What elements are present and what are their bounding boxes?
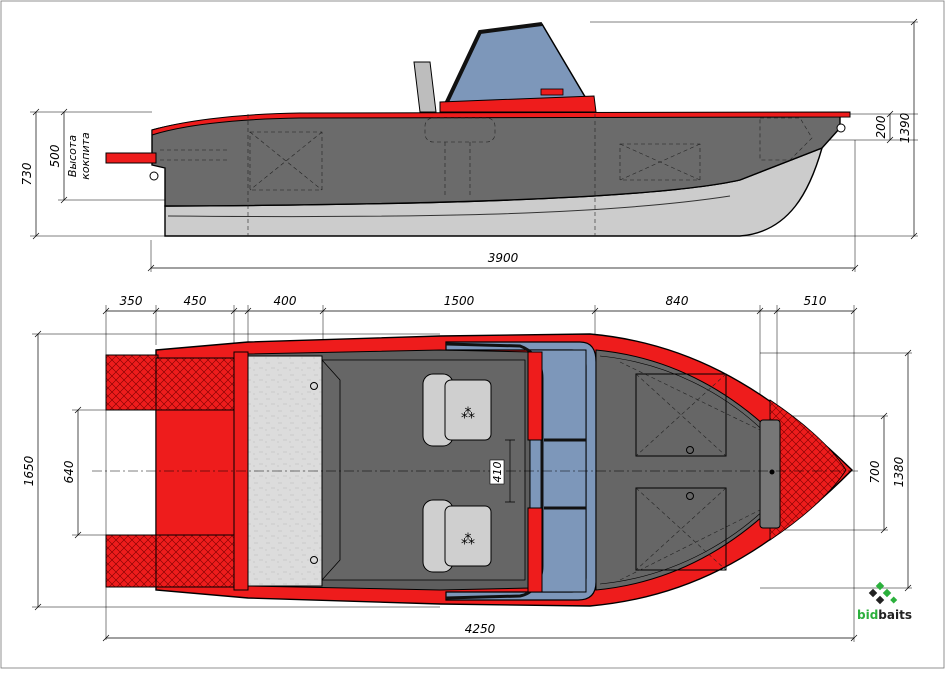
transom-platform-bottom xyxy=(105,534,159,588)
dim-seg-4: 1500 xyxy=(444,294,475,308)
dim-transom: 500 xyxy=(48,144,62,167)
dim-transom-width: 640 xyxy=(62,460,76,483)
dim-seat-gap: 410 xyxy=(491,462,504,483)
dim-height-total: 1390 xyxy=(898,112,912,143)
brand-logo: bidbaits xyxy=(857,581,912,622)
seat-back xyxy=(413,61,437,113)
dim-seg-5: 840 xyxy=(666,294,689,308)
svg-text:⁂: ⁂ xyxy=(461,532,475,548)
gunwale xyxy=(151,111,851,136)
stern-deck-top xyxy=(155,357,235,411)
transom-platform-top xyxy=(105,354,159,411)
side-view: 730 500 Высота кокпита 200 1390 3900 xyxy=(20,18,918,272)
windshield xyxy=(444,23,592,105)
hidden-structure xyxy=(160,114,813,236)
seat-port: ⁂ xyxy=(422,373,492,447)
svg-text:bidbaits: bidbaits xyxy=(857,608,912,622)
keel-line xyxy=(167,195,731,218)
forward-deck xyxy=(595,349,781,591)
dim-beam: 1650 xyxy=(22,455,36,486)
transom-caption-1: Высота xyxy=(66,135,79,177)
forward-hatches xyxy=(619,361,761,581)
logo-icon xyxy=(868,581,898,605)
stern-deck-bottom xyxy=(155,534,235,588)
top-view: ⁂ ⁂ xyxy=(22,294,912,642)
dim-stern-height: 730 xyxy=(20,162,34,185)
dim-top-length: 4250 xyxy=(465,622,496,636)
dim-bow-width: 1380 xyxy=(892,456,906,487)
dim-seg-6: 510 xyxy=(804,294,827,308)
brand-bold: bid xyxy=(857,608,878,622)
stern-eye xyxy=(149,171,159,181)
dim-freeboard: 200 xyxy=(874,115,888,138)
transom-bracket xyxy=(105,152,157,164)
dim-seg-2: 450 xyxy=(184,294,207,308)
dim-side-length: 3900 xyxy=(488,251,519,265)
anchor-locker xyxy=(759,419,781,529)
bow-deck xyxy=(769,399,847,541)
bow-eye xyxy=(836,123,846,133)
seat-starboard: ⁂ xyxy=(422,499,492,573)
svg-text:⁂: ⁂ xyxy=(461,406,475,422)
transom-well xyxy=(155,409,235,536)
transom-caption-2: кокпита xyxy=(79,132,92,180)
console-top xyxy=(439,95,597,113)
dim-seg-3: 400 xyxy=(274,294,297,308)
brand-rest: baits xyxy=(878,608,912,622)
dim-bow-inner: 700 xyxy=(868,460,882,483)
dim-seg-1: 350 xyxy=(120,294,143,308)
